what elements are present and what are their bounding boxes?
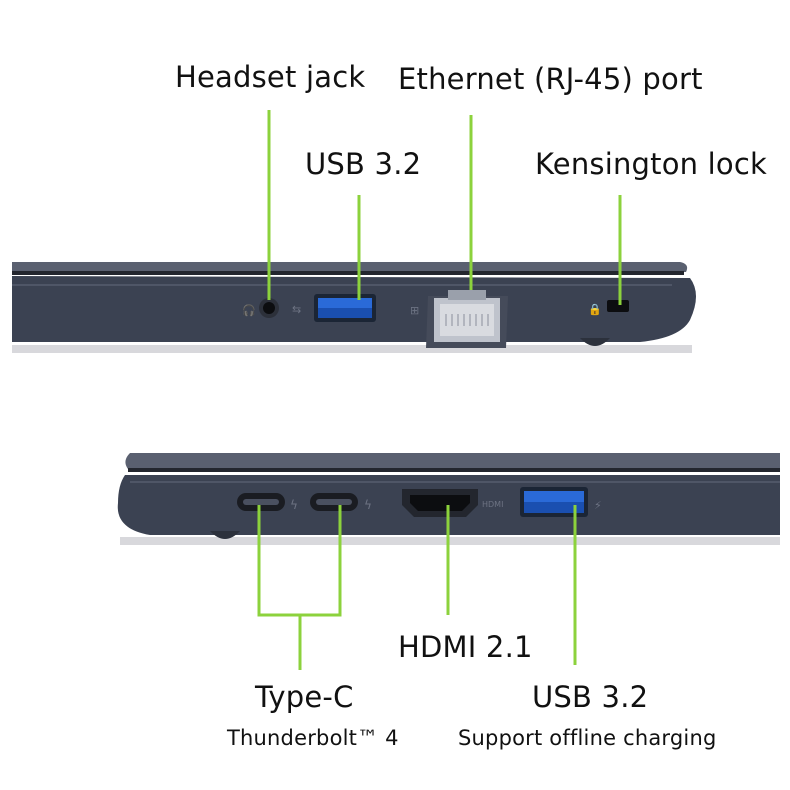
- laptop-lid: [12, 262, 688, 272]
- headset-icon: 🎧: [242, 304, 256, 317]
- headset-jack-port: [259, 298, 279, 318]
- label-ethernet-port: Ethernet (RJ-45) port: [398, 62, 703, 96]
- label-kensington-lock: Kensington lock: [535, 147, 767, 181]
- usb-icon: ⇆: [292, 303, 301, 316]
- label-thunderbolt-4: Thunderbolt™ 4: [227, 726, 399, 750]
- laptop-foot: [580, 338, 610, 346]
- laptop-right-side-view: ϟ ϟ HDMI ⚡: [117, 453, 780, 545]
- hdmi-icon: HDMI: [482, 500, 503, 509]
- label-headset-jack: Headset jack: [175, 60, 366, 94]
- thunderbolt-icon: ϟ: [364, 498, 372, 512]
- type-c-port-2: [310, 493, 358, 511]
- ethernet-rj45-port: [426, 290, 508, 348]
- lid-seam: [12, 271, 684, 275]
- label-hdmi: HDMI 2.1: [398, 630, 533, 664]
- label-usb-top: USB 3.2: [305, 147, 422, 181]
- laptop-shadow: [12, 345, 692, 353]
- thunderbolt-icon: ϟ: [290, 498, 298, 512]
- type-c-port-1: [237, 493, 285, 511]
- usb-3-2-port-top: [314, 294, 376, 322]
- label-usb-bottom: USB 3.2: [532, 680, 649, 714]
- laptop-left-side-view: 🎧 ⇆ ⊞ 🔒: [12, 262, 696, 353]
- laptop-lid: [125, 453, 780, 469]
- charging-icon: ⚡: [594, 499, 602, 512]
- lock-icon: 🔒: [588, 303, 602, 316]
- label-type-c: Type-C: [255, 680, 354, 714]
- kensington-lock-slot: [607, 300, 629, 312]
- hdmi-port: [402, 489, 478, 517]
- laptop-foot: [210, 531, 240, 539]
- ethernet-icon: ⊞: [410, 304, 419, 317]
- label-offline-charging: Support offline charging: [458, 726, 717, 750]
- usb-3-2-port-bottom: [520, 487, 588, 517]
